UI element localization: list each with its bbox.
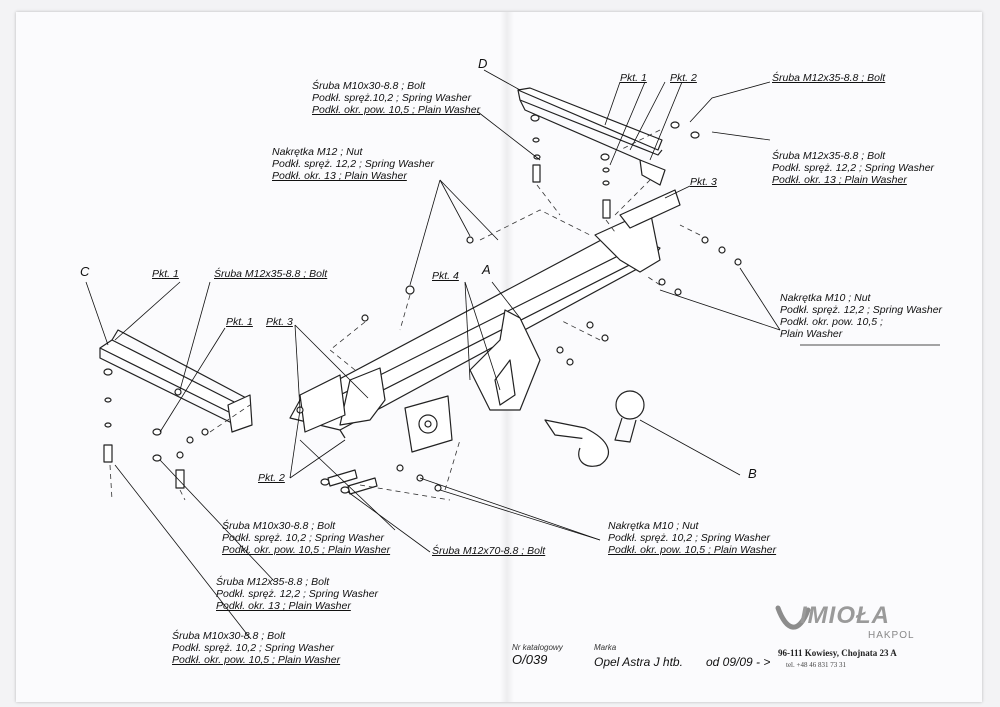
label-right-bolt-m12: Śruba M12x35-8.8 ; Bolt Podkł. spręż. 12… (772, 150, 934, 186)
label-line: Podkł. okr. pow. 10,5 ; (780, 316, 883, 328)
model-year: od 09/09 - > (706, 655, 771, 669)
pkt2-top-label: Pkt. 2 (670, 72, 697, 84)
hardware (103, 114, 742, 495)
brand-label: Marka (594, 643, 617, 652)
part-a-label: A (482, 262, 491, 277)
label-nut-m10-right: Nakrętka M10 ; Nut Podkł. spręż. 12,2 ; … (780, 292, 942, 340)
ball-b (544, 390, 645, 467)
company-subbrand: HAKPOL (868, 630, 915, 641)
pkt1-left-label: Pkt. 1 (152, 268, 179, 280)
label-left-bolt-m12: Śruba M12x35-8.8 ; Bolt (214, 268, 328, 280)
label-line: Podkł. spręż. 10,2 ; Spring Washer (172, 642, 335, 654)
label-bolt-m12x70: Śruba M12x70-8.8 ; Bolt (432, 545, 546, 557)
label-line: Śruba M10x30-8.8 ; Bolt (312, 80, 426, 92)
bracket-c (99, 329, 253, 433)
car-model: Opel Astra J htb. (594, 655, 683, 669)
label-line: Podkł. okr. pow. 10,5 ; Plain Washer (222, 544, 391, 556)
pkt1-top-label: Pkt. 1 (620, 72, 647, 84)
label-line: Podkł. spręż. 10,2 ; Spring Washer (608, 532, 771, 544)
label-mid-bolt-m10: Śruba M10x30-8.8 ; Bolt Podkł. spręż. 10… (222, 520, 390, 556)
label-line: Nakrętka M10 ; Nut (780, 292, 871, 304)
catalog-number: O/039 (512, 652, 548, 667)
label-top-right-bolt: Śruba M12x35-8.8 ; Bolt (772, 72, 886, 84)
crossbar-a (289, 189, 681, 453)
label-line: Podkł. spręż. 12,2 ; Spring Washer (780, 304, 943, 316)
label-bottom-bolt-m10: Śruba M10x30-8.8 ; Bolt Podkł. spręż. 10… (172, 630, 340, 666)
label-top-bolt-m10: Śruba M10x30-8.8 ; Bolt Podkł. spręż.10,… (312, 80, 480, 116)
label-line: Podkł. spręż. 10,2 ; Spring Washer (222, 532, 385, 544)
pkt3-right-label: Pkt. 3 (690, 176, 717, 188)
label-line: Podkł. spręż. 12,2 ; Spring Washer (216, 588, 379, 600)
part-d-label: D (478, 56, 488, 71)
company-phone: tel. +48 46 831 73 31 (786, 661, 846, 669)
pkt3-left-label: Pkt. 3 (266, 316, 293, 328)
label-nut-m10-bottom: Nakrętka M10 ; Nut Podkł. spręż. 10,2 ; … (608, 520, 776, 556)
bracket-d (517, 87, 666, 186)
catalog-label: Nr katalogowy (512, 643, 563, 652)
label-line: Podkł. okr. 13 ; Plain Washer (772, 174, 907, 186)
pkt2-bottom-label: Pkt. 2 (258, 472, 285, 484)
label-line: Śruba M12x35-8.8 ; Bolt (216, 576, 330, 588)
label-line: Podkł. spręż. 12,2 ; Spring Washer (772, 162, 935, 174)
label-line: Plain Washer (780, 328, 843, 340)
label-line: Śruba M10x30-8.8 ; Bolt (222, 520, 336, 532)
label-line: Podkł. okr. pow. 10,5 ; Plain Washer (172, 654, 341, 666)
part-c-label: C (80, 264, 90, 279)
label-line: Podkł. okr. pow. 10,5 ; Plain Washer (312, 104, 481, 116)
label-line: Śruba M10x30-8.8 ; Bolt (172, 630, 286, 642)
label-line: Podkł. okr. 13 ; Plain Washer (272, 170, 407, 182)
pkt4-label: Pkt. 4 (432, 270, 459, 282)
company-logo: IMIOŁA (800, 602, 890, 629)
label-line: Podkł. okr. pow. 10,5 ; Plain Washer (608, 544, 777, 556)
label-nut-m12: Nakrętka M12 ; Nut Podkł. spręż. 12,2 ; … (272, 146, 434, 182)
company-address: 96-111 Kowiesy, Chojnata 23 A (778, 648, 897, 658)
label-line: Nakrętka M12 ; Nut (272, 146, 363, 158)
logo-mark-icon (775, 605, 811, 630)
label-left-bolt-m12b: Śruba M12x35-8.8 ; Bolt Podkł. spręż. 12… (216, 576, 378, 612)
label-line: Podkł. spręż. 12,2 ; Spring Washer (272, 158, 435, 170)
part-b-label: B (748, 466, 757, 481)
label-line: Podkł. spręż.10,2 ; Spring Washer (312, 92, 472, 104)
label-line: Podkł. okr. 13 ; Plain Washer (216, 600, 351, 612)
label-line: Śruba M12x35-8.8 ; Bolt (772, 150, 886, 162)
pkt1-mid-label: Pkt. 1 (226, 316, 253, 328)
label-line: Nakrętka M10 ; Nut (608, 520, 699, 532)
